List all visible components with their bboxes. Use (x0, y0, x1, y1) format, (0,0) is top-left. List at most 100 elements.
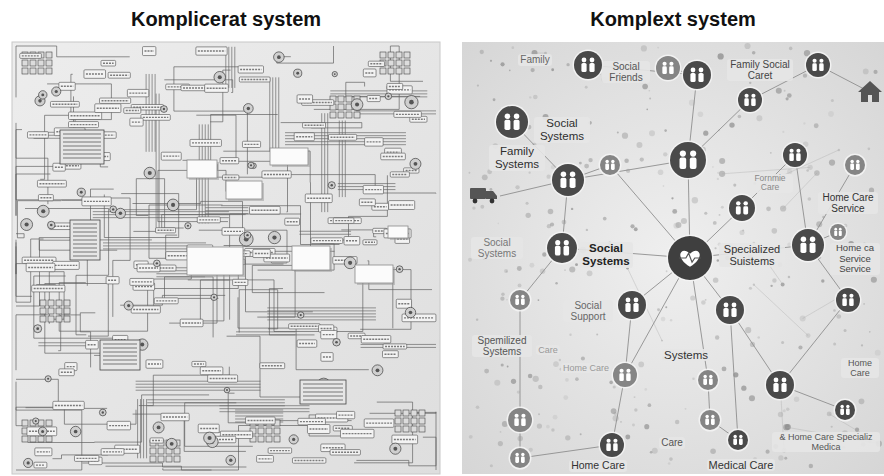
bokeh-dot (705, 299, 707, 301)
component-box (86, 340, 99, 349)
bokeh-dot (634, 227, 638, 231)
wire (238, 297, 369, 369)
bokeh-dot (596, 334, 598, 336)
bokeh-dot (831, 99, 834, 102)
bokeh-dot (649, 98, 651, 100)
network-circle (716, 296, 744, 324)
bokeh-dot (547, 224, 551, 228)
person-body (751, 98, 755, 106)
component-box (223, 175, 239, 180)
component-mark (369, 98, 378, 99)
wire (291, 175, 436, 194)
component-box (303, 123, 326, 128)
component-box (311, 238, 343, 244)
bokeh-dot (538, 385, 542, 389)
component-mark (163, 155, 179, 156)
component-box (336, 411, 354, 418)
bokeh-dot (529, 263, 534, 268)
central-box (292, 246, 330, 270)
bokeh-dot (490, 464, 493, 467)
component-box (307, 425, 329, 434)
person-body (625, 303, 630, 312)
bokeh-dot (681, 218, 687, 224)
dial (244, 232, 251, 239)
document-line (63, 146, 101, 147)
grid-key (166, 456, 172, 462)
wire-bus (267, 319, 376, 320)
wire-bus (231, 47, 232, 88)
component-box (363, 69, 376, 77)
dial (52, 87, 61, 96)
component-box (161, 152, 181, 160)
grid-key (46, 60, 52, 66)
component-mark (296, 136, 312, 137)
component-mark (182, 322, 201, 323)
dial-center (355, 103, 359, 107)
bokeh-dot (806, 169, 809, 172)
person-body (514, 418, 518, 426)
component-box (363, 240, 377, 245)
bokeh-dot (692, 377, 695, 380)
person-head (690, 150, 696, 156)
component-box (200, 367, 223, 375)
component-box (127, 89, 148, 96)
wire-bus (235, 415, 283, 416)
bokeh-dot (868, 147, 871, 150)
person-body (515, 457, 519, 463)
dial (204, 432, 216, 444)
bokeh-dot (749, 395, 755, 401)
wire-bus (149, 74, 150, 152)
grid-key (22, 420, 28, 426)
dial (224, 387, 230, 393)
network-link (520, 300, 521, 420)
network-circle (600, 155, 620, 175)
person-body (800, 243, 806, 253)
component-mark (97, 107, 119, 108)
grid-key (46, 420, 52, 426)
central-box (355, 265, 393, 283)
component-mark (194, 363, 204, 364)
grid-key (380, 52, 386, 58)
component-mark (202, 370, 221, 371)
bokeh-dot (770, 285, 772, 287)
component-mark (200, 428, 217, 429)
bokeh-dot (690, 295, 695, 300)
person-body (711, 419, 715, 425)
component-box (285, 218, 300, 225)
dial-center (27, 461, 30, 464)
bokeh-dot (553, 415, 558, 420)
network-circle (508, 408, 532, 432)
bokeh-dot (526, 213, 531, 218)
node-ring (495, 105, 530, 140)
component-mark (158, 230, 174, 231)
component-box (166, 252, 189, 260)
component-box (298, 418, 325, 425)
central-box (270, 148, 308, 165)
component-mark (389, 86, 401, 87)
node-ring (612, 362, 639, 389)
component-mark (307, 198, 330, 199)
component-mark (103, 63, 114, 64)
node-ring (697, 369, 720, 392)
grid-key (48, 300, 54, 306)
bokeh-dot (477, 84, 479, 86)
person-body (705, 419, 709, 425)
bokeh-dot (718, 53, 724, 59)
person-head (505, 114, 510, 119)
dial-center (187, 225, 189, 227)
grid-key (158, 456, 164, 462)
component-box (297, 340, 317, 347)
person-head (745, 94, 749, 98)
wire-bus (136, 390, 261, 391)
dial (268, 231, 280, 243)
bokeh-dot (710, 448, 716, 454)
grid-key (403, 418, 409, 424)
person-body (709, 379, 713, 385)
dial-center (376, 368, 380, 372)
truck-wheel (473, 199, 478, 204)
bokeh-dot (871, 277, 877, 283)
wire-bus (205, 210, 248, 211)
component-box (387, 86, 412, 94)
person-head (840, 405, 843, 408)
bokeh-dot (808, 197, 812, 201)
